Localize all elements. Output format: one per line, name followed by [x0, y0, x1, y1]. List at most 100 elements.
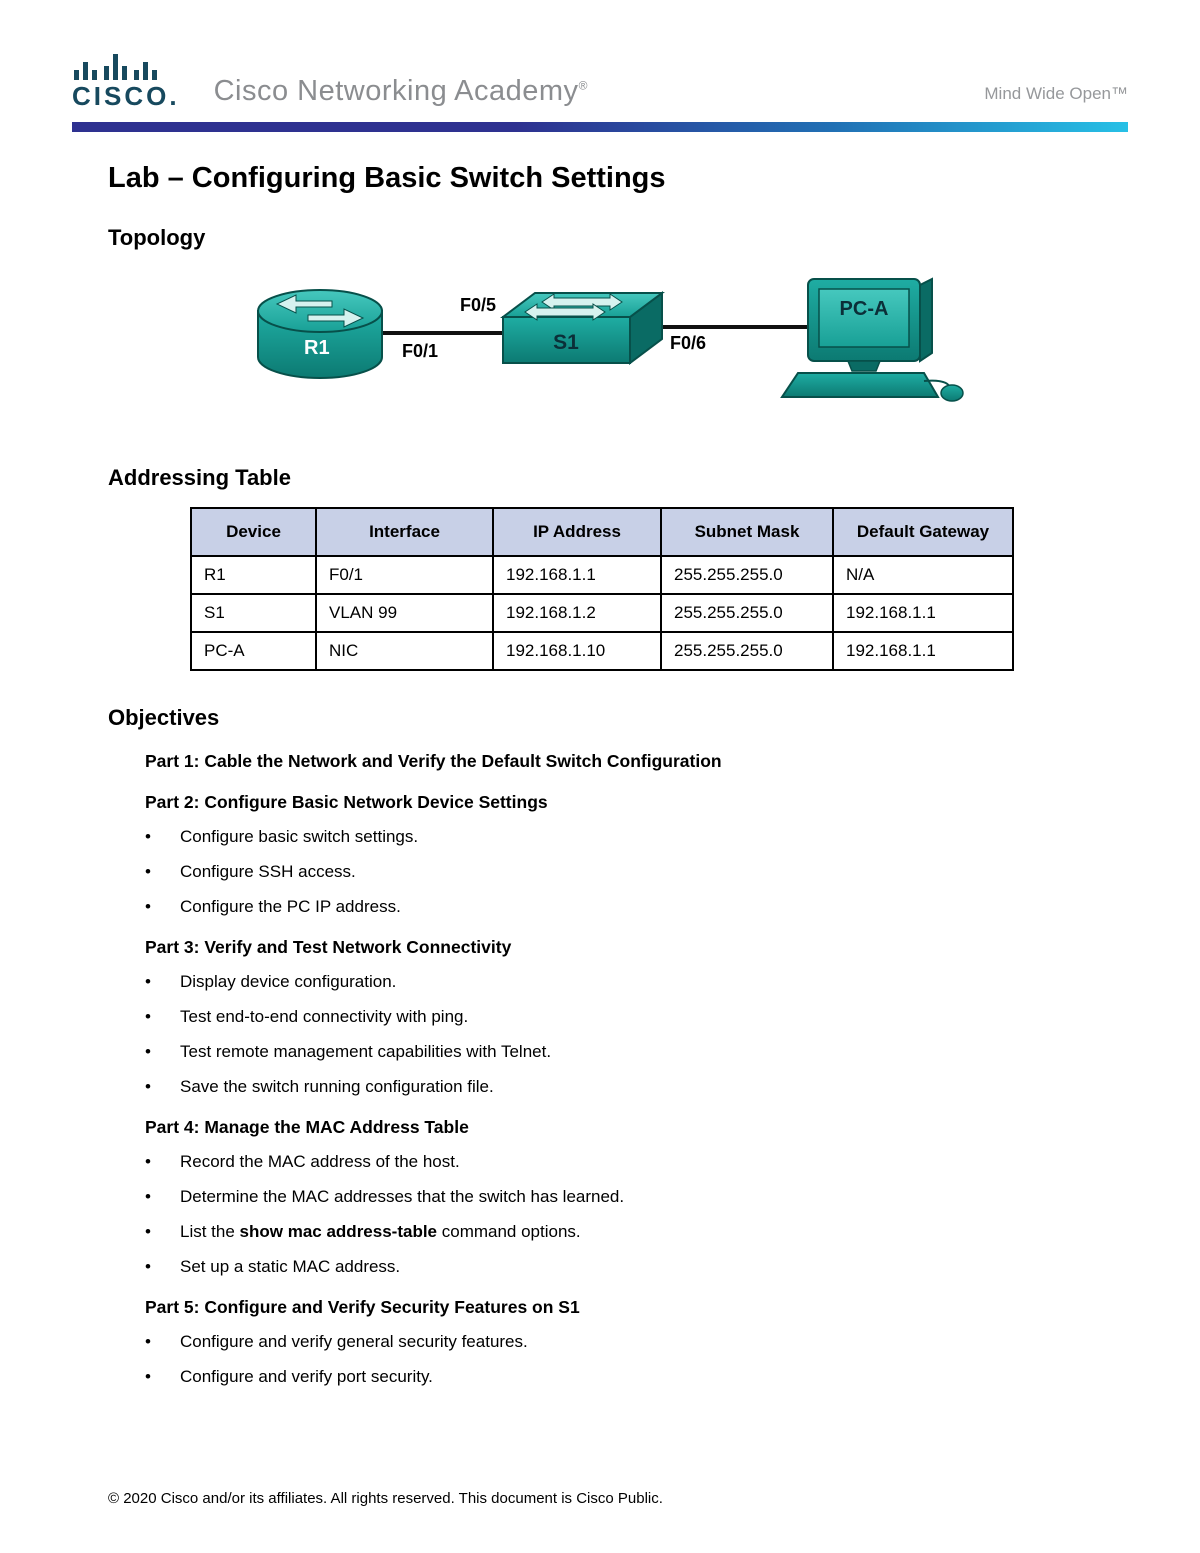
- objectives-list: Part 1: Cable the Network and Verify the…: [108, 751, 1128, 1387]
- bullet-text: Set up a static MAC address.: [180, 1257, 401, 1276]
- objective-bullet: • Save the switch running configuration f…: [145, 1077, 1128, 1097]
- objective-bullet: • List the show mac address-table command…: [145, 1222, 1128, 1242]
- table-header-cell: Subnet Mask: [660, 507, 834, 557]
- topology-figure: R1 S1 PC-A: [257, 277, 964, 402]
- pc-icon: PC-A: [780, 277, 964, 402]
- bullet-icon: •: [145, 1367, 151, 1386]
- table-cell: PC-A: [190, 631, 317, 671]
- bullet-text: Determine the MAC addresses that the swi…: [180, 1187, 625, 1206]
- table-cell: 255.255.255.0: [660, 555, 834, 595]
- table-cell: S1: [190, 593, 317, 633]
- table-header-cell: Interface: [315, 507, 494, 557]
- bullet-icon: •: [145, 1222, 151, 1241]
- cisco-wordmark: CISCO.: [72, 81, 180, 111]
- table-cell: 255.255.255.0: [660, 631, 834, 671]
- academy-wordmark: Cisco Networking Academy®: [214, 75, 588, 109]
- table-cell: 192.168.1.1: [492, 555, 662, 595]
- bullet-icon: •: [145, 1187, 151, 1206]
- bullet-text: Test remote management capabilities with…: [180, 1042, 552, 1061]
- mouse-icon: [940, 384, 964, 402]
- objective-part-heading: Part 5: Configure and Verify Security Fe…: [145, 1297, 580, 1317]
- addressing-table-heading: Addressing Table: [108, 465, 291, 490]
- bullet-text: Configure basic switch settings.: [180, 827, 419, 846]
- port-label-f0-5: F0/5: [460, 295, 496, 315]
- bullet-text: Configure SSH access.: [180, 862, 356, 881]
- registered-mark: ®: [578, 78, 588, 93]
- footer-copyright: © 2020 Cisco and/or its affiliates. All …: [108, 1490, 663, 1507]
- table-cell: R1: [190, 555, 317, 595]
- bullet-text: Configure and verify port security.: [180, 1367, 433, 1386]
- objective-part-heading: Part 1: Cable the Network and Verify the…: [145, 751, 722, 771]
- bullet-icon: •: [145, 1042, 151, 1061]
- table-cell: 192.168.1.1: [832, 593, 1014, 633]
- bullet-text: Configure the PC IP address.: [180, 897, 401, 916]
- table-cell: F0/1: [315, 555, 494, 595]
- objective-bullet: • Configure SSH access.: [145, 862, 1128, 882]
- keyboard-icon: [780, 372, 940, 398]
- objective-bullet: • Record the MAC address of the host.: [145, 1152, 1128, 1172]
- objective-bullet: • Test remote management capabilities wit…: [145, 1042, 1128, 1062]
- bullet-text: Save the switch running configuration fi…: [180, 1077, 494, 1096]
- bullet-icon: •: [145, 1077, 151, 1096]
- objective-bullet: • Determine the MAC addresses that the sw…: [145, 1187, 1128, 1207]
- router-icon: R1: [257, 289, 383, 379]
- table-cell: VLAN 99: [315, 593, 494, 633]
- document-body: Lab – Configuring Basic Switch Settings …: [0, 162, 1200, 1387]
- bullet-icon: •: [145, 827, 151, 846]
- bullet-icon: •: [145, 1332, 151, 1351]
- switch-icon: S1: [500, 291, 665, 365]
- bullet-text: Configure and verify general security fe…: [180, 1332, 528, 1351]
- bullet-text: List the show mac address-table command …: [180, 1222, 581, 1241]
- table-cell: 192.168.1.2: [492, 593, 662, 633]
- objective-part-heading: Part 2: Configure Basic Network Device S…: [145, 792, 548, 812]
- bullet-icon: •: [145, 972, 151, 991]
- objective-bullet: • Display device configuration.: [145, 972, 1128, 992]
- topology-heading: Topology: [108, 225, 206, 250]
- tagline-text: Mind Wide Open™: [984, 84, 1128, 103]
- bullet-text: Display device configuration.: [180, 972, 397, 991]
- objective-bullet: • Configure basic switch settings.: [145, 827, 1128, 847]
- switch-arrow-icon: [541, 293, 623, 311]
- pc-label: PC-A: [840, 298, 889, 320]
- switch-label: S1: [553, 331, 579, 354]
- objective-bullet: • Set up a static MAC address.: [145, 1257, 1128, 1277]
- bullet-icon: •: [145, 897, 151, 916]
- topology-diagram: R1 S1 PC-A: [108, 269, 1128, 449]
- bullet-icon: •: [145, 862, 151, 881]
- bullet-icon: •: [145, 1007, 151, 1026]
- router-arrow-right-icon: [307, 308, 365, 328]
- objective-bullet: • Configure and verify port security.: [145, 1367, 1128, 1387]
- port-label-f0-6: F0/6: [670, 333, 706, 353]
- objective-bullet: • Test end-to-end connectivity with ping.: [145, 1007, 1128, 1027]
- page-title: Lab – Configuring Basic Switch Settings: [108, 162, 666, 194]
- table-cell: 192.168.1.10: [492, 631, 662, 671]
- table-cell: NIC: [315, 631, 494, 671]
- table-header-cell: Default Gateway: [832, 507, 1014, 557]
- objectives-heading: Objectives: [108, 705, 220, 730]
- router-label: R1: [304, 337, 330, 359]
- table-cell: N/A: [832, 555, 1014, 595]
- brand-gradient-bar: [72, 122, 1128, 132]
- table-header-cell: Device: [190, 507, 317, 557]
- objective-bullet: • Configure and verify general security f…: [145, 1332, 1128, 1352]
- table-cell: 192.168.1.1: [832, 631, 1014, 671]
- bullet-icon: •: [145, 1152, 151, 1171]
- table-cell: 255.255.255.0: [660, 593, 834, 633]
- bullet-icon: •: [145, 1257, 151, 1276]
- cisco-logo: CISCO.: [72, 50, 180, 109]
- router-arrow-left-icon: [275, 294, 333, 314]
- switch-arrow-icon: [524, 303, 606, 321]
- bullet-text: Record the MAC address of the host.: [180, 1152, 460, 1171]
- bullet-text: Test end-to-end connectivity with ping.: [180, 1007, 469, 1026]
- objective-part-heading: Part 4: Manage the MAC Address Table: [145, 1117, 469, 1137]
- objective-bullet: • Configure the PC IP address.: [145, 897, 1128, 917]
- academy-name: Cisco Networking Academy: [213, 75, 579, 107]
- objective-part-heading: Part 3: Verify and Test Network Connecti…: [145, 937, 512, 957]
- port-label-f0-1: F0/1: [402, 341, 438, 361]
